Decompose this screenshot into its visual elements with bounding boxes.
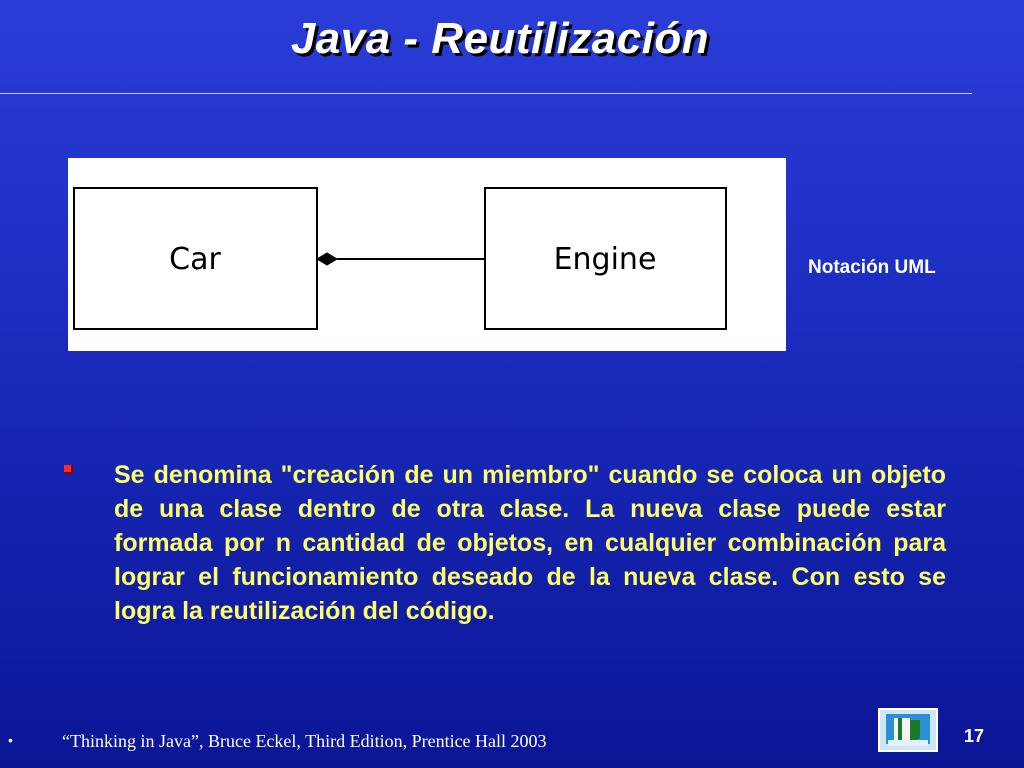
bullet-item: Se denomina "creación de un miembro" cua…: [64, 458, 946, 628]
footer-reference: “Thinking in Java”, Bruce Eckel, Third E…: [62, 731, 547, 751]
uml-diagram-canvas: Car Engine: [73, 187, 727, 330]
footer-bullet: •: [8, 732, 13, 748]
slide-title: Java - Reutilización: [290, 14, 710, 63]
institution-logo-icon: [878, 708, 938, 752]
notation-label: Notación UML: [808, 257, 936, 278]
square-bullet-icon: [64, 465, 73, 474]
class-label-car: Car: [169, 242, 221, 277]
class-box-engine: [484, 187, 727, 330]
class-box-car: [73, 187, 318, 330]
uml-diagram: Car Engine: [68, 158, 786, 351]
class-label-engine: Engine: [554, 242, 657, 277]
composition-diamond-icon: [316, 252, 338, 266]
bullet-text: Se denomina "creación de un miembro" cua…: [114, 461, 946, 625]
page-number: 17: [964, 726, 985, 746]
title-divider: [0, 93, 972, 94]
